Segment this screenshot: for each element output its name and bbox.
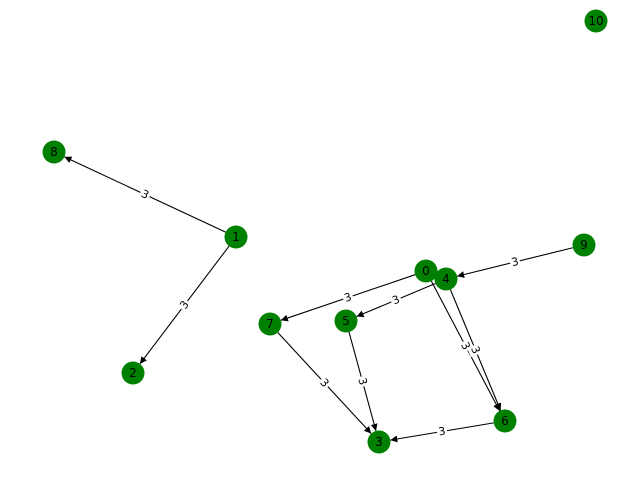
edge-weight-label-6-3: 3 <box>435 423 449 440</box>
svg-text:3: 3 <box>468 344 483 355</box>
node-circle-10 <box>584 9 608 33</box>
node-label-6: 6 <box>501 414 509 428</box>
edge-weight-label-4-6: 3 <box>467 342 484 358</box>
node-circle-1 <box>224 225 248 249</box>
node-label-8: 8 <box>50 145 58 159</box>
node-0: 0 <box>414 259 438 283</box>
node-label-1: 1 <box>232 230 240 244</box>
node-label-0: 0 <box>422 264 430 278</box>
node-label-7: 7 <box>266 317 274 331</box>
node-label-4: 4 <box>442 272 450 286</box>
node-2: 2 <box>121 361 145 385</box>
node-circle-2 <box>121 361 145 385</box>
svg-text:3: 3 <box>390 293 401 308</box>
edge-weight-label-5-3: 3 <box>354 374 371 389</box>
svg-text:3: 3 <box>510 255 520 269</box>
node-3: 3 <box>367 430 391 454</box>
node-5: 5 <box>334 309 358 333</box>
node-label-2: 2 <box>129 366 137 380</box>
svg-text:3: 3 <box>139 187 151 202</box>
node-8: 8 <box>42 140 66 164</box>
nodes-layer: 0 1 2 3 4 5 6 7 8 9 10 <box>42 9 608 454</box>
node-1: 1 <box>224 225 248 249</box>
edge-weight-label-7-3: 3 <box>315 374 334 392</box>
node-circle-4 <box>434 267 458 291</box>
edge-weight-label-4-5: 3 <box>388 291 404 309</box>
node-label-3: 3 <box>375 435 383 449</box>
node-circle-7 <box>258 312 282 336</box>
node-label-10: 10 <box>588 14 603 28</box>
svg-text:3: 3 <box>355 376 369 386</box>
edge-weight-label-9-4: 3 <box>508 254 522 270</box>
node-4: 4 <box>434 267 458 291</box>
edge-weight-label-1-2: 3 <box>175 296 194 314</box>
edge-weight-label-0-7: 3 <box>341 289 355 306</box>
node-7: 7 <box>258 312 282 336</box>
node-10: 10 <box>584 9 608 33</box>
node-circle-8 <box>42 140 66 164</box>
node-label-5: 5 <box>342 314 350 328</box>
edge-weight-label-1-8: 3 <box>137 186 153 203</box>
node-circle-6 <box>493 409 517 433</box>
svg-text:3: 3 <box>437 425 446 439</box>
node-circle-5 <box>334 309 358 333</box>
node-circle-0 <box>414 259 438 283</box>
svg-text:3: 3 <box>343 290 354 305</box>
node-9: 9 <box>572 233 596 257</box>
node-circle-3 <box>367 430 391 454</box>
node-6: 6 <box>493 409 517 433</box>
node-circle-9 <box>572 233 596 257</box>
node-label-9: 9 <box>580 238 588 252</box>
